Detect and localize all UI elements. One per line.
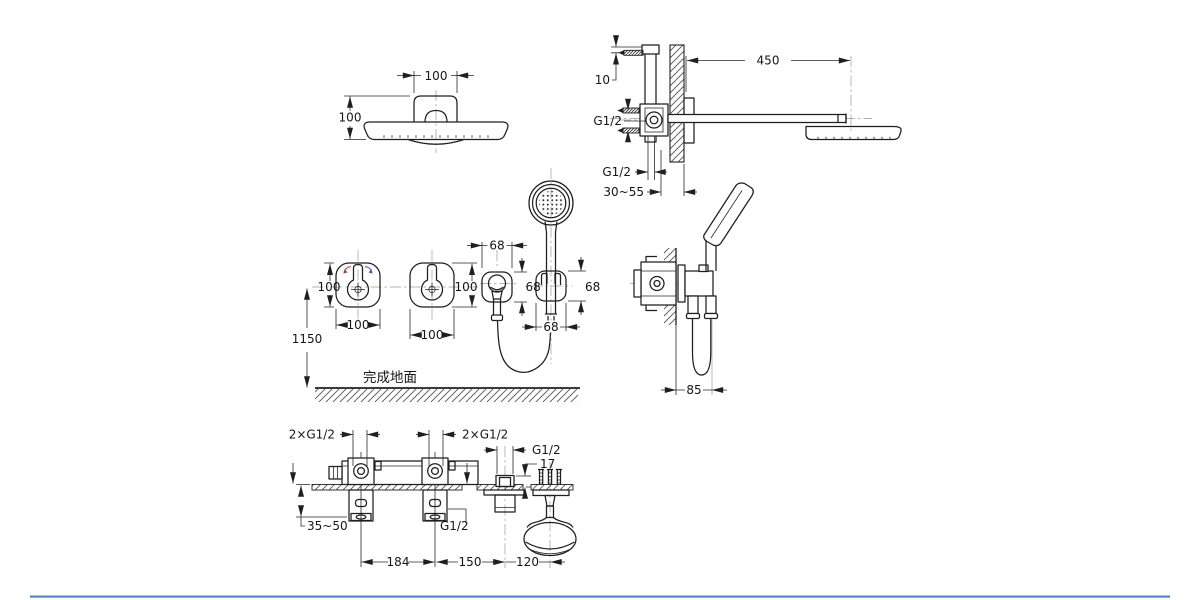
- dim-label-outlet-height: 68: [526, 280, 541, 294]
- hot-arrowhead-icon: [343, 269, 348, 274]
- dim-label-outlet-width: 68: [489, 239, 504, 253]
- dim-label-holder-width: 68: [543, 320, 558, 334]
- view-overhead-shower-front: 100 100: [339, 69, 509, 153]
- wall-section: [669, 44, 685, 163]
- dim-label-left-inlets: 2×G1/2: [289, 428, 335, 442]
- hose-outlet-elbow: [481, 271, 513, 322]
- shower-head-profile: [805, 125, 902, 141]
- spray-face: [539, 191, 563, 215]
- dim-label-plate1-width: 100: [347, 318, 370, 332]
- cold-arrowhead-icon: [368, 269, 373, 274]
- wall-bracket: [617, 44, 660, 143]
- valve-handle: [420, 263, 444, 301]
- dim-label-right-inlets: 2×G1/2: [462, 428, 508, 442]
- dim-label-valve-spacing: 184: [387, 555, 410, 569]
- mixer-shanks: [348, 489, 448, 522]
- dim-label-plate2-height: 100: [455, 280, 478, 294]
- hand-shower-side: [703, 182, 754, 271]
- dim-label-deck-thickness: 35~50: [307, 519, 348, 533]
- view-overhead-shower-side: 10 450 G1/2 G1/2 30~55: [593, 35, 902, 199]
- footer-rule: [30, 595, 1170, 598]
- dim-label-valve-thread: G1/2: [440, 519, 469, 533]
- dims-valves-side: [661, 320, 727, 395]
- rough-in-valve-body: [633, 255, 677, 312]
- dim-label-wall-depth: 30~55: [603, 185, 644, 199]
- hose-loop: [691, 318, 712, 376]
- screw: [623, 49, 644, 56]
- dim-label-head-height: 100: [339, 111, 362, 125]
- dim-label-pipe-thread: G1/2: [602, 165, 631, 179]
- wall-holder-bracket: [535, 270, 567, 302]
- valve-trim-diverter: [409, 262, 455, 308]
- shower-arm: [667, 113, 847, 124]
- dim-label-deck-gap: 17: [540, 457, 555, 471]
- view-valves-side: 85: [630, 182, 754, 397]
- screw: [622, 107, 640, 114]
- dim-label-holder-spacing: 120: [516, 555, 539, 569]
- bath-mixer-bar: [328, 457, 479, 486]
- screw: [622, 127, 640, 134]
- overhead-shower-head: [363, 95, 509, 145]
- shower-hose: [496, 320, 552, 373]
- finished-floor: [315, 387, 580, 402]
- floor-label: 完成地面: [363, 370, 417, 386]
- dim-label-inlet-thread: G1/2: [593, 114, 622, 128]
- dims-overhead-side: [611, 35, 852, 196]
- dim-label-standoff: 10: [595, 73, 610, 87]
- dim-label-install-height: 1150: [292, 332, 323, 346]
- dim-label-holder-height: 68: [585, 280, 600, 294]
- view-valves-front: 100 100 100 100 68 68 68 68 1150 完成地面: [292, 168, 600, 402]
- dim-label-hose-thread: G1/2: [532, 443, 561, 457]
- dims-deck-mount: [290, 430, 565, 565]
- deck-sections: [311, 484, 574, 491]
- arm-elbow: [639, 103, 669, 180]
- dim-label-wall-offset: 85: [686, 383, 701, 397]
- deck-holder-and-handshower: [523, 468, 577, 557]
- trim-and-outlet-side: [677, 264, 719, 320]
- dim-label-plate2-width: 100: [421, 328, 444, 342]
- dims-valves-front: [304, 242, 586, 388]
- dim-label-plate1-height: 100: [318, 280, 341, 294]
- dim-label-outlet-spacing: 150: [459, 555, 482, 569]
- deck-hose-connector: [483, 474, 525, 513]
- view-deck-mount: 2×G1/2 2×G1/2 G1/2 17 35~50 G1/2 184 150…: [289, 428, 577, 569]
- dim-label-head-width: 100: [425, 69, 448, 83]
- dim-label-arm-reach: 450: [757, 54, 780, 68]
- valve-trim-hot-cold: [335, 262, 381, 308]
- valve-handle: [346, 263, 370, 301]
- dims-overhead-front: [344, 71, 474, 140]
